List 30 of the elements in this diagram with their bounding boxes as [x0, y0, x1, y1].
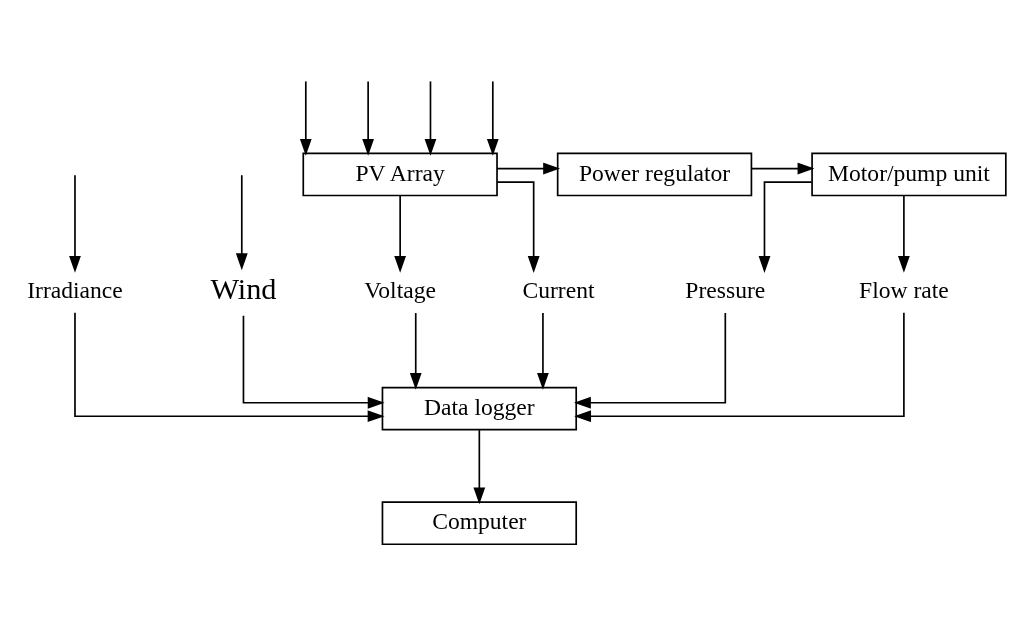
node-box: Power regulator [556, 152, 753, 197]
arrow [898, 195, 910, 273]
node-text: Flow rate [859, 276, 949, 303]
arrow [242, 314, 385, 409]
arrow [758, 181, 813, 273]
node-box: PV Array [302, 152, 498, 197]
arrow [750, 162, 815, 175]
arrow [537, 312, 549, 390]
node-text: Voltage [364, 276, 436, 303]
node-text: Current [522, 276, 595, 303]
arrow [299, 80, 312, 156]
arrow [486, 80, 499, 156]
arrow [362, 80, 375, 156]
arrow [496, 162, 561, 175]
node-box: Computer [381, 501, 578, 546]
node-box: Data logger [381, 386, 578, 431]
arrow [409, 312, 422, 390]
arrow [574, 311, 905, 423]
arrow [574, 312, 727, 409]
arrow [496, 181, 540, 273]
node-text: Wind [210, 271, 277, 306]
arrow [235, 174, 248, 271]
arrow [473, 429, 486, 505]
node-text: Pressure [685, 276, 766, 303]
arrow [69, 174, 81, 273]
arrow [74, 311, 385, 423]
arrow [424, 80, 437, 156]
arrow [394, 195, 407, 273]
node-text: Irradiance [27, 276, 123, 303]
node-box: Motor/pump unit [811, 152, 1007, 197]
